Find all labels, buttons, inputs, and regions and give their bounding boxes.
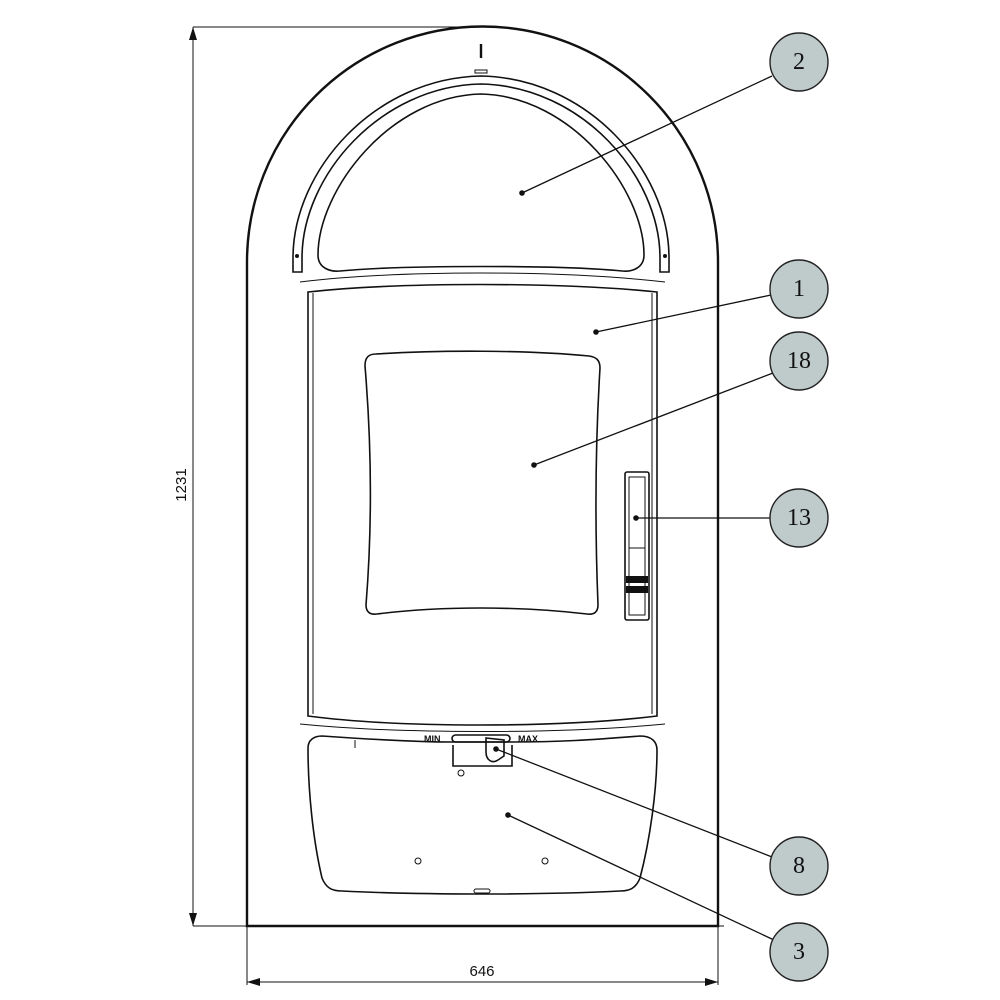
lower-compartment	[307, 735, 658, 895]
height-dimension-label: 1231	[173, 468, 190, 501]
air-slider	[624, 471, 650, 621]
min-label: MIN	[424, 734, 441, 744]
width-dimension-label: 646	[469, 963, 494, 980]
door-panel	[299, 272, 666, 732]
stove-body	[241, 25, 724, 928]
callout-1: 1	[593, 259, 829, 335]
callout-3: 3	[505, 812, 829, 982]
callout-13: 13	[633, 488, 829, 548]
callout-8: 8	[493, 746, 829, 896]
min-max-control: MIN MAX	[424, 734, 538, 777]
callout-3-label: 3	[793, 939, 805, 965]
max-label: MAX	[518, 734, 538, 744]
callout-1-label: 1	[793, 276, 805, 302]
top-arch-compartment	[292, 69, 670, 273]
height-dimension: 1231	[173, 26, 485, 927]
callout-13-label: 13	[787, 505, 811, 531]
glass-window	[364, 350, 601, 615]
callout-2-label: 2	[793, 49, 805, 75]
callout-18: 18	[531, 331, 829, 468]
callout-18-label: 18	[787, 348, 811, 374]
callout-2: 2	[519, 32, 829, 196]
callout-8-label: 8	[793, 853, 805, 879]
width-dimension: 646	[246, 926, 719, 986]
